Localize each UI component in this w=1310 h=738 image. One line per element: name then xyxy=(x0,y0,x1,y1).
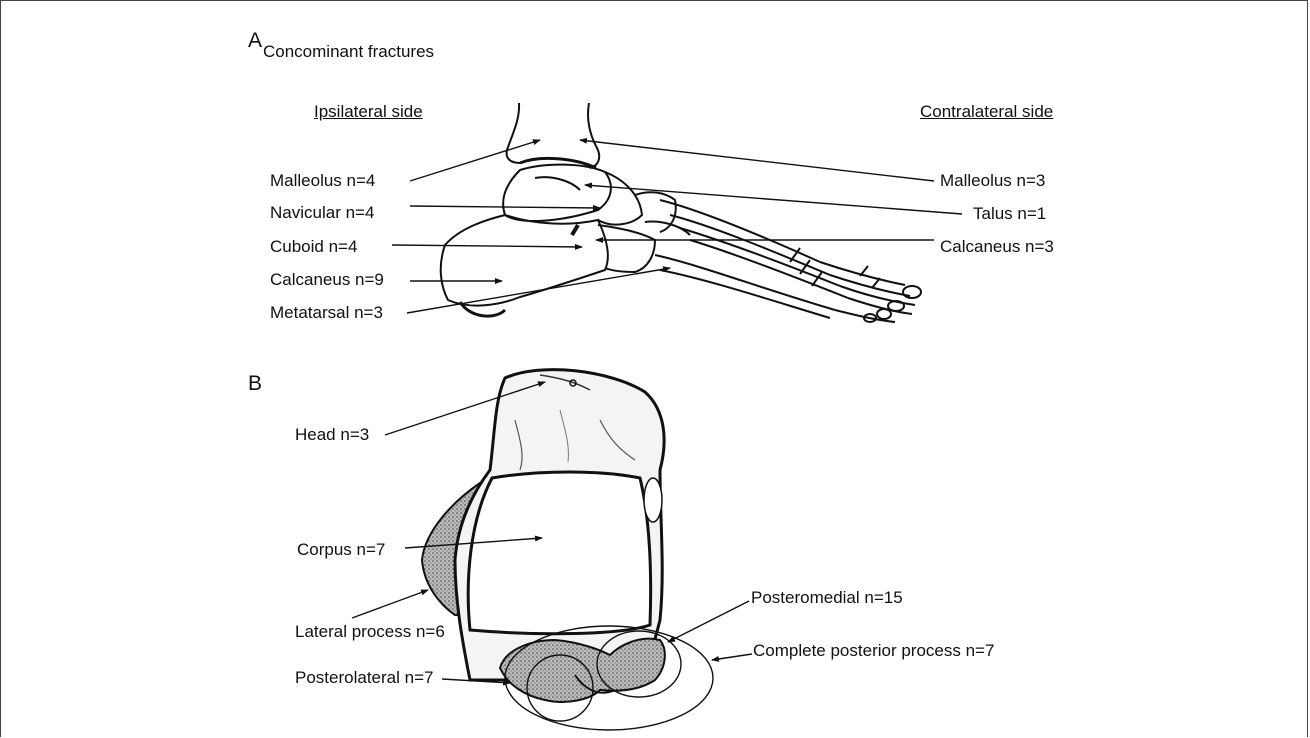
pointer-ipsi-metatarsal xyxy=(407,268,670,313)
pointer-ipsi-navicular xyxy=(410,206,600,208)
pointer-ipsi-cuboid xyxy=(392,245,582,247)
pointer-posteromedial xyxy=(668,601,749,642)
pointer-contra-malleolus xyxy=(580,140,934,181)
pointer-lateral-process xyxy=(352,590,428,618)
pointer-complete-posterior xyxy=(712,654,752,660)
foot-skeleton-illustration xyxy=(441,103,921,322)
talus-illustration xyxy=(422,370,713,730)
pointer-ipsi-malleolus xyxy=(410,140,540,181)
